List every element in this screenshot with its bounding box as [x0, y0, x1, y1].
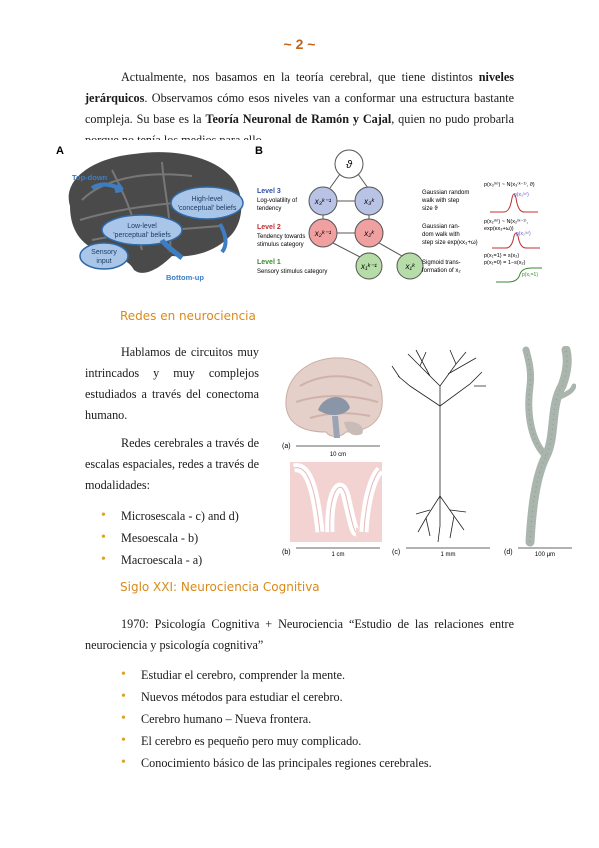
hierarchical-model-figure: A B Top-down Bottom-up High-level 'conce… [52, 140, 552, 285]
node-x2-curr-label: x₂ᵏ [363, 229, 375, 238]
scale-label-a: 10 cm [330, 452, 346, 458]
node-x1-prev-label: x₁ᵏ⁻¹ [360, 262, 377, 271]
eq-level3: p(x₃⁽ᵏ⁾) ~ N(x₃⁽ᵏ⁻¹⁾, ϑ) [484, 181, 535, 188]
cortex-illustration [290, 462, 384, 542]
gauss1-line-2: walk with step [421, 198, 460, 204]
intro-paragraph: Actualmente, nos basamos en la teoría ce… [85, 70, 514, 147]
eq-level1-b: p(x₁=0) = 1−s(x₂) [484, 260, 526, 266]
level3-label: Level 3 [257, 188, 281, 195]
sigmoid-line-2: formation of x₂ [422, 268, 461, 274]
scale-label-d: 100 µm [535, 552, 555, 558]
loop-arrow [218, 222, 228, 254]
high-level-ellipse [170, 186, 244, 220]
label-d: (d) [504, 549, 513, 556]
spatial-scales-figure: (a) 10 cm (b) 1 cm (c) 1 mm (d) 100 µm [280, 346, 576, 560]
page-number: ~ 2 ~ [283, 36, 316, 52]
label-a: (a) [282, 443, 291, 450]
node-x1-prev [355, 252, 383, 280]
node-x3-prev-label: x₃ᵏ⁻¹ [314, 197, 332, 206]
list-item: El cerebro es pequeño pero muy complicad… [119, 730, 519, 752]
edge-theta-x3a [329, 173, 341, 189]
node-x1-curr-label: x₁ᵏ [404, 262, 416, 271]
sigmoid-curve [496, 267, 542, 283]
dendrite-illustration [522, 346, 576, 547]
bottom-up-label: Bottom-up [166, 273, 204, 282]
list-item: Macroescala - a) [99, 549, 269, 571]
scale-label-c: 1 mm [441, 552, 456, 558]
node-x3-curr-label: x₃ᵏ [363, 197, 375, 206]
edge-x2a-x1a [332, 242, 361, 258]
level1-desc: Sensory stimulus category [257, 269, 327, 275]
neuron-illustration [391, 349, 486, 543]
low-level-text-1: Low-level [127, 223, 157, 230]
node-x2-prev-label: x₂ᵏ⁻¹ [314, 229, 332, 238]
redes-paragraph-2: Redes cerebrales a través de escalas esp… [85, 436, 259, 492]
sensory-input-ellipse [79, 242, 129, 270]
top-down-label: Top-down [72, 173, 108, 182]
label-b: (b) [282, 549, 291, 556]
low-level-ellipse [101, 214, 183, 246]
panel-b-label: B [255, 145, 263, 157]
list-item: Microsescala - c) and d) [99, 505, 269, 527]
gauss2-line-3: step size exp(κx₃+ω) [422, 240, 478, 246]
scale-list: Microsescala - c) and d) Mesoescala - b)… [99, 505, 269, 571]
level3-desc-1: Log-volatility of [257, 198, 297, 204]
panel-a-label: A [56, 145, 64, 157]
high-level-text-1: High-level [191, 196, 223, 203]
level3-desc-2: tendency [257, 206, 281, 212]
scale-label-b: 1 cm [331, 552, 344, 558]
gauss2-line-2: dom walk with [422, 232, 460, 238]
gauss2-line-1: Gaussian ran- [422, 224, 460, 230]
eq-level2-small: p(x₂⁽ᵏ⁾) [516, 231, 531, 237]
edge-theta-x3b [357, 173, 369, 189]
bottom-up-arrow [159, 238, 184, 260]
top-down-arrow [90, 182, 124, 193]
brain-sagittal-illustration [285, 357, 383, 438]
list-item: Estudiar el cerebro, comprender la mente… [119, 664, 519, 686]
eq-level2-b: exp(κx₃+ω)) [484, 226, 514, 232]
sensory-text-2: input [96, 258, 111, 265]
node-x1-curr [396, 252, 424, 280]
section-title-redes: Redes en neurociencia [120, 309, 256, 323]
level2-label: Level 2 [257, 224, 281, 231]
level2-desc-1: Tendency towards [257, 234, 305, 240]
list-item: Nuevos métodos para estudiar el cerebro. [119, 686, 519, 708]
low-level-text-2: 'perceptual' beliefs [113, 232, 171, 239]
eq-level3-small: p(x₃⁽ᵏ⁾) [514, 192, 529, 198]
sensory-text-1: Sensory [91, 249, 117, 256]
gauss1-line-3: size ϑ [422, 206, 438, 212]
redes-paragraph-1: Hablamos de circuitos muy intrincados y … [85, 345, 259, 422]
eq-level2-a: p(x₂⁽ᵏ⁾) ~ N(x₂⁽ᵏ⁻¹⁾, [484, 218, 528, 225]
label-c: (c) [392, 549, 400, 556]
list-item: Conocimiento básico de las principales r… [119, 752, 519, 774]
section-title-siglo: Siglo XXI: Neurociencia Cognitiva [120, 580, 320, 594]
level1-label: Level 1 [257, 259, 281, 266]
gaussian-curve-2 [492, 232, 540, 249]
eq-level1-small: p(x₁=1) [522, 272, 538, 278]
high-level-text-2: 'conceptual' beliefs [178, 205, 237, 212]
cognitive-list: Estudiar el cerebro, comprender la mente… [119, 664, 519, 774]
edge-x2b-x1b [378, 242, 403, 257]
level2-desc-2: stimulus category [257, 242, 304, 248]
theta-node [334, 149, 364, 179]
theta-label: ϑ [346, 159, 353, 171]
gauss1-line-1: Gaussian random [422, 190, 469, 196]
eq-level1-a: p(x₁=1) = s(x₂) [484, 253, 519, 259]
list-item: Cerebro humano – Nueva frontera. [119, 708, 519, 730]
sigmoid-line-1: Sigmoid trans- [422, 260, 461, 266]
list-item: Mesoescala - b) [99, 527, 269, 549]
siglo-paragraph: 1970: Psicología Cognitiva + Neurocienci… [85, 617, 514, 652]
gaussian-curve-3 [490, 193, 538, 213]
